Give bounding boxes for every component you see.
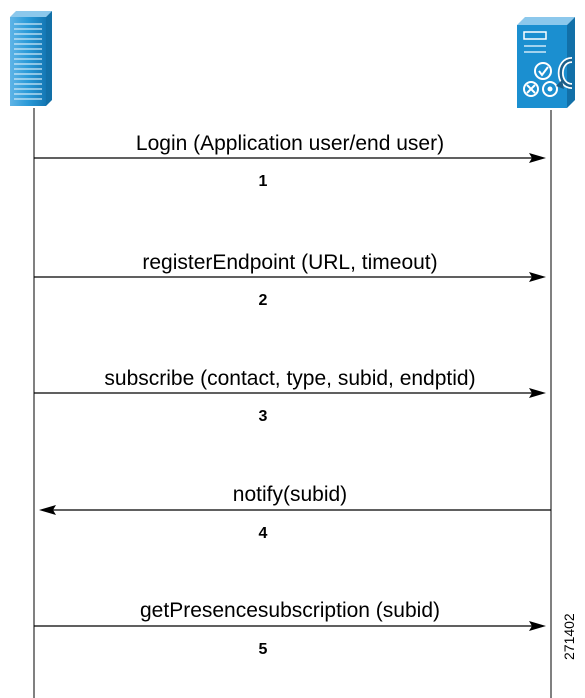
message-label: notify(subid)	[233, 483, 347, 506]
step-number: 2	[259, 292, 268, 309]
arrowhead	[529, 272, 546, 282]
message-4: notify(subid) 4	[39, 483, 551, 542]
message-5: getPresencesubscription (subid) 5	[34, 599, 546, 658]
message-2: registerEndpoint (URL, timeout) 2	[34, 251, 546, 309]
server-tower-icon	[10, 11, 52, 106]
figure-id: 271402	[561, 613, 577, 660]
message-label: registerEndpoint (URL, timeout)	[142, 251, 437, 274]
step-number: 1	[259, 173, 268, 190]
presence-server-icon	[517, 17, 575, 108]
message-label: subscribe (contact, type, subid, endptid…	[104, 367, 475, 390]
message-1: Login (Application user/end user) 1	[34, 132, 546, 190]
message-3: subscribe (contact, type, subid, endptid…	[34, 367, 546, 425]
arrowhead	[529, 621, 546, 631]
step-number: 3	[259, 408, 268, 425]
step-number: 4	[259, 525, 268, 542]
arrowhead	[529, 153, 546, 163]
arrowhead	[529, 388, 546, 398]
message-label: Login (Application user/end user)	[136, 132, 444, 155]
arrowhead	[39, 505, 56, 515]
step-number: 5	[259, 641, 268, 658]
message-label: getPresencesubscription (subid)	[140, 599, 440, 622]
